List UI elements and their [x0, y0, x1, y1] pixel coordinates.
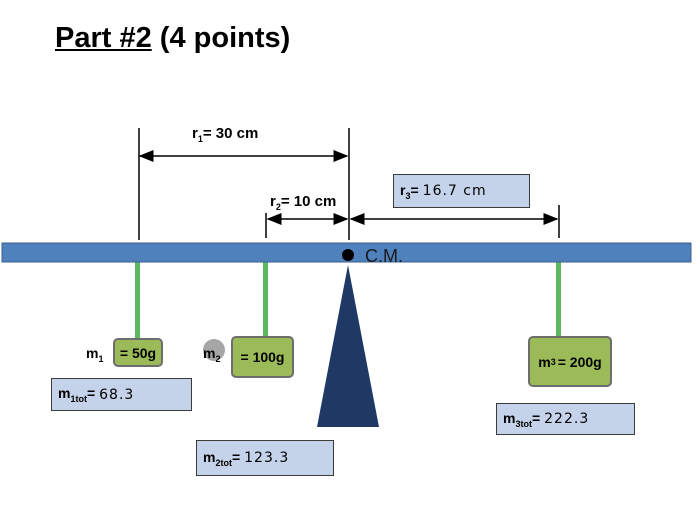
- hanger-m2: [263, 260, 268, 338]
- hanger-m3: [556, 260, 561, 338]
- m3tot-answer-box[interactable]: m3tot= 222.3: [496, 403, 635, 435]
- m1-name: m1: [86, 345, 104, 364]
- m1tot-handwritten-value: 68.3: [99, 386, 135, 403]
- cursor-dot: [203, 339, 225, 361]
- m1tot-answer-box[interactable]: m1tot= 68.3: [51, 378, 192, 411]
- mass-block-m2: = 100g: [231, 336, 294, 378]
- m3tot-handwritten-value: 222.3: [544, 411, 590, 427]
- title-points: (4 points): [159, 22, 291, 54]
- m2-name: m2: [203, 345, 221, 364]
- r3-handwritten-value: 16.7 cm: [422, 183, 487, 199]
- r2-label: r2= 10 cm: [270, 193, 337, 212]
- m2tot-handwritten-value: 123.3: [244, 450, 290, 466]
- center-of-mass-label: C.M.: [365, 246, 403, 266]
- center-of-mass-dot: [342, 249, 354, 261]
- page-title: Part #2 (4 points): [55, 22, 290, 55]
- fulcrum: [317, 265, 379, 427]
- r3-answer-box[interactable]: r3= 16.7 cm: [393, 174, 530, 208]
- m2tot-answer-box[interactable]: m2tot= 123.3: [196, 440, 334, 476]
- title-part: Part #2: [55, 22, 152, 54]
- hanger-m1: [135, 260, 140, 340]
- mass-block-m1: = 50g: [113, 338, 163, 367]
- r1-label: r1= 30 cm: [192, 125, 259, 144]
